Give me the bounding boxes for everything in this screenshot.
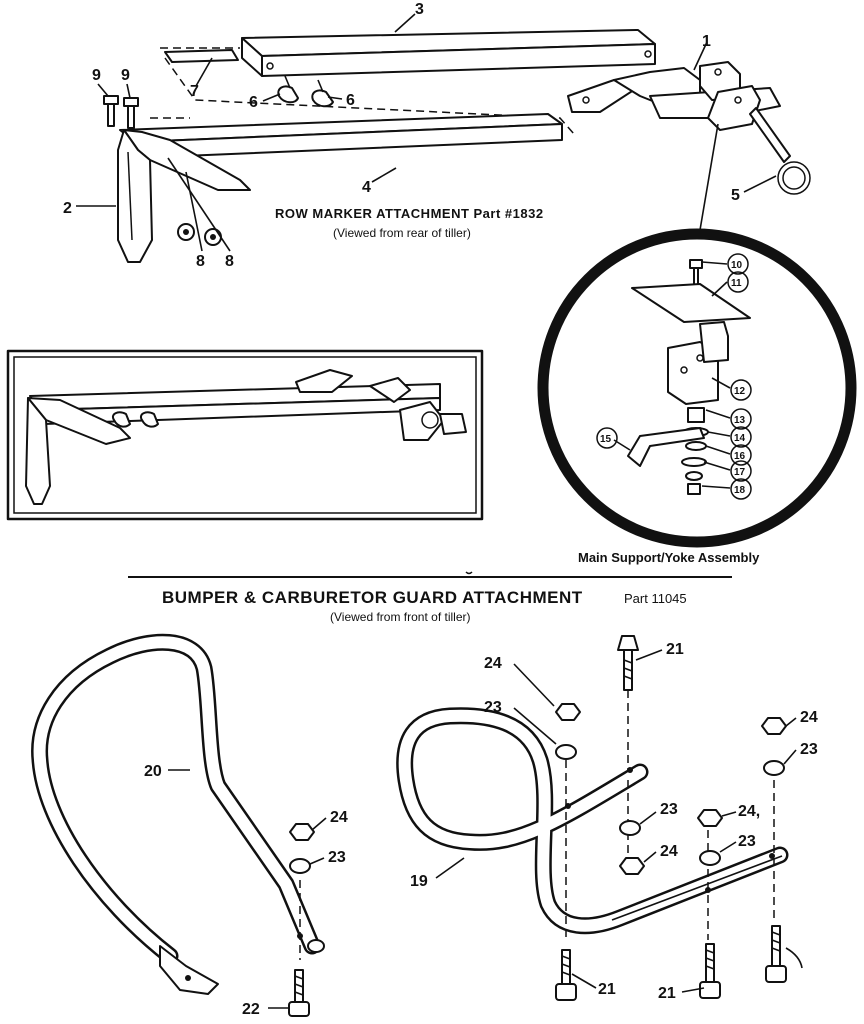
part-5-hitch-pin xyxy=(749,107,811,195)
row-marker-subtitle: (Viewed from rear of tiller) xyxy=(333,226,471,240)
callout-16: 16 xyxy=(734,451,746,462)
callout-22: 22 xyxy=(242,1001,260,1018)
callout-10: 10 xyxy=(731,260,743,271)
bumper-subtitle: (Viewed from front of tiller) xyxy=(330,610,471,624)
bolt-22 xyxy=(288,969,310,1017)
callout-13: 13 xyxy=(734,415,746,426)
nut-24-c xyxy=(619,857,645,875)
assembly-lines xyxy=(299,690,775,960)
callout-15: 15 xyxy=(600,434,612,445)
bolt-21-right xyxy=(765,925,787,983)
callout-19: 19 xyxy=(410,873,428,890)
row-marker-callouts: 3 1 2 4 5 6 6 7 8 8 9 9 xyxy=(63,1,740,270)
callout-23-d: 23 xyxy=(738,833,756,850)
bumper-leader-lines xyxy=(168,649,803,1009)
callout-24-b: 24 xyxy=(800,709,818,726)
nut-24-d xyxy=(697,809,723,827)
callout-6-right: 6 xyxy=(346,92,355,109)
row-marker-leader-lines xyxy=(76,13,777,252)
washer-23-e xyxy=(289,858,311,874)
callout-20: 20 xyxy=(144,763,162,780)
yoke-assembly-detail: 10 11 12 13 14 15 16 17 18 Main Support/… xyxy=(537,228,857,565)
bumper-title: BUMPER & CARBURETOR GUARD ATTACHMENT xyxy=(162,588,583,607)
row-marker-title: ROW MARKER ATTACHMENT Part #1832 xyxy=(275,206,544,221)
callout-6-left: 6 xyxy=(249,94,258,111)
bolt-21-top xyxy=(617,635,639,691)
part-3-upper-tube xyxy=(241,29,656,77)
callout-24-a: 24 xyxy=(484,655,502,672)
yoke-callouts: 10 11 12 13 14 15 16 17 18 xyxy=(596,253,752,500)
callout-7: 7 xyxy=(190,83,199,100)
nut-24-e xyxy=(289,823,315,841)
callout-14: 14 xyxy=(734,433,746,444)
bumper-callouts: 20 19 21 21 21 22 23 23 23 23 23 24 24 2… xyxy=(144,641,818,1018)
part-7-strap xyxy=(164,49,239,63)
part-20-carburetor-guard xyxy=(31,633,325,995)
callout-21-top: 21 xyxy=(666,641,684,658)
washer-23-c xyxy=(619,820,641,836)
callout-4: 4 xyxy=(362,179,371,196)
callout-23-b: 23 xyxy=(800,741,818,758)
yoke-caption: Main Support/Yoke Assembly xyxy=(578,550,760,565)
callout-2: 2 xyxy=(63,200,72,217)
callout-9-left: 9 xyxy=(92,67,101,84)
part-9-bolts xyxy=(103,95,139,129)
callout-18: 18 xyxy=(734,485,746,496)
callout-8-right: 8 xyxy=(225,253,234,270)
callout-5: 5 xyxy=(731,187,740,204)
bumper-part-number: Part 11045 xyxy=(624,591,687,606)
callout-23-c: 23 xyxy=(660,801,678,818)
callout-21-left: 21 xyxy=(598,981,616,998)
callout-23-a: 23 xyxy=(484,699,502,716)
washer-23-a xyxy=(555,744,577,760)
bumper-bolts xyxy=(288,635,787,1017)
part-2-marker-blade xyxy=(117,129,251,263)
callout-24-d: 24 xyxy=(330,809,348,826)
callout-12: 12 xyxy=(734,386,746,397)
part-6-thumb-screws xyxy=(277,75,334,108)
washer-23-d xyxy=(699,850,721,866)
callout-17: 17 xyxy=(734,467,746,478)
callout-23-e: 23 xyxy=(328,849,346,866)
nut-24-a xyxy=(555,703,581,721)
callout-3: 3 xyxy=(415,1,424,18)
callout-24-c: 24 xyxy=(660,843,678,860)
callout-11: 11 xyxy=(731,278,742,289)
part-19-bumper xyxy=(396,707,789,935)
nuts-and-washers xyxy=(289,703,787,875)
part-8-nuts xyxy=(177,223,222,246)
callout-21-center: 21 xyxy=(658,985,676,1002)
washer-23-b xyxy=(763,760,785,776)
bolt-21-center xyxy=(699,943,721,999)
callout-24-e: 24, xyxy=(738,803,760,820)
part-1-yoke-bracket xyxy=(567,61,781,131)
nut-24-b xyxy=(761,717,787,735)
row-marker-assembled-view xyxy=(6,349,484,521)
callout-9-right: 9 xyxy=(121,67,130,84)
divider-mark xyxy=(465,571,473,575)
callout-1: 1 xyxy=(702,33,711,50)
bolt-21-left xyxy=(555,949,577,1001)
callout-8-left: 8 xyxy=(196,253,205,270)
row-marker-exploded-view: 3 1 2 4 5 6 6 7 8 8 9 9 ROW MARKER ATTAC… xyxy=(63,1,811,270)
